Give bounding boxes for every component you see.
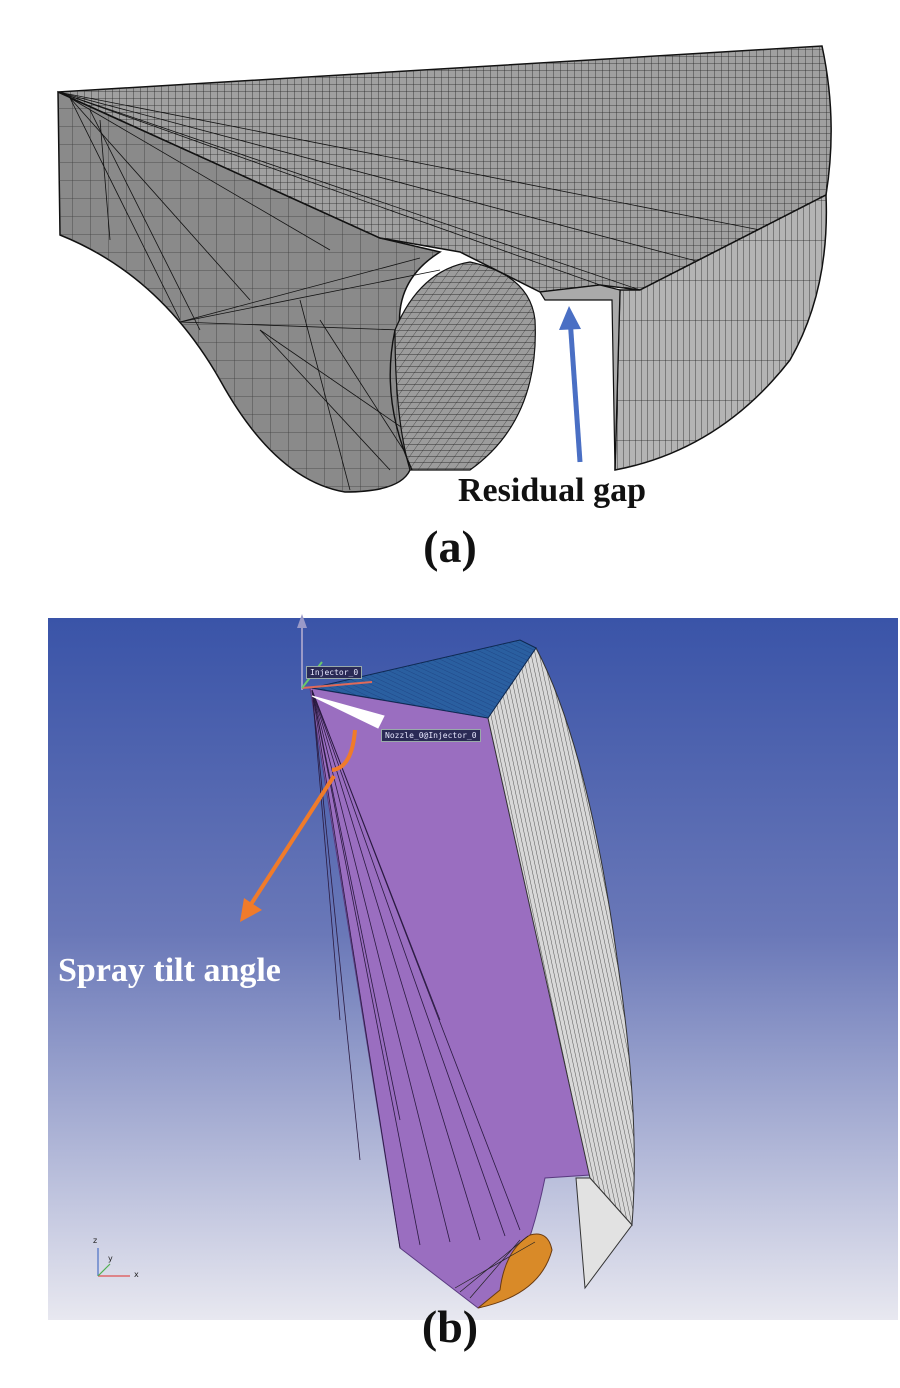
axis-z-label: z [93,1236,98,1245]
caption-b: (b) [421,1301,479,1352]
nozzle-label: Nozzle_0@Injector_0 [381,729,481,742]
spray-fan-lines [311,689,521,1249]
axis-y-label: y [108,1254,113,1263]
axis-triad [97,1248,130,1277]
spray-figure-b [48,614,898,1320]
panel-b-spray-view: Injector_0 Nozzle_0@Injector_0 z y x Spr… [0,600,900,1388]
axis-x-label: x [134,1270,139,1279]
spray-direction-arrow [311,695,385,729]
residual-gap-arrow [559,306,583,463]
injector-cap [477,1233,553,1309]
spray-tilt-label: Spray tilt angle [58,952,281,989]
injector-label: Injector_0 [306,666,363,679]
mesh-figure-a [57,45,832,493]
mesh-front-face [538,284,621,471]
panel-a-mesh-view: Residual gap (a) [0,0,900,600]
caption-a: (a) [423,521,477,572]
spray-tilt-arrow [244,729,357,914]
residual-gap-label: Residual gap [458,472,646,509]
